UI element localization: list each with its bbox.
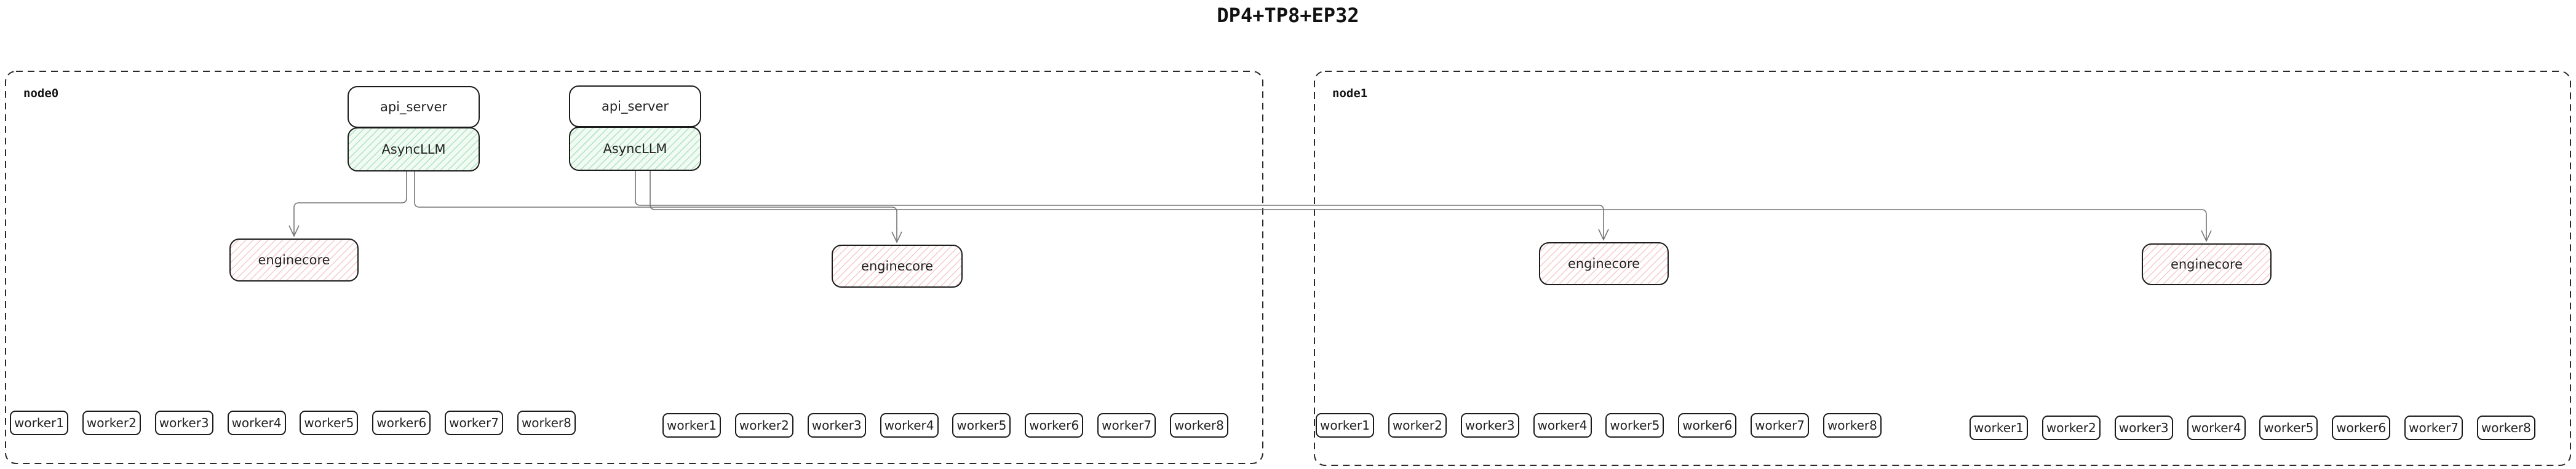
worker-box: worker3 bbox=[154, 411, 213, 435]
node1-label: node1 bbox=[1332, 87, 1368, 100]
worker-box: worker6 bbox=[1678, 413, 1737, 438]
worker-box: worker1 bbox=[662, 413, 721, 438]
worker-box: worker7 bbox=[1097, 413, 1156, 438]
worker-box: worker7 bbox=[1751, 413, 1810, 438]
worker-box: worker4 bbox=[1533, 413, 1592, 438]
worker-box: worker7 bbox=[445, 411, 504, 435]
worker-box: worker6 bbox=[372, 411, 431, 435]
worker-group-4: worker1 worker2 worker3 worker4 worker5 … bbox=[1970, 416, 2535, 440]
edge-asyncllm2-enginecore3 bbox=[635, 171, 1609, 241]
arrowhead-icon bbox=[288, 225, 300, 237]
edge-asyncllm1-enginecore1 bbox=[288, 171, 407, 237]
worker-box: worker8 bbox=[517, 411, 576, 435]
worker-box: worker3 bbox=[2114, 416, 2173, 440]
worker-box: worker4 bbox=[880, 413, 939, 438]
worker-box: worker5 bbox=[952, 413, 1011, 438]
worker-box: worker7 bbox=[2404, 416, 2463, 440]
worker-box: worker5 bbox=[1605, 413, 1664, 438]
arrowhead-icon bbox=[1598, 229, 1609, 241]
worker-box: worker8 bbox=[2476, 416, 2535, 440]
worker-box: worker4 bbox=[227, 411, 286, 435]
worker-box: worker1 bbox=[1316, 413, 1374, 438]
arrowhead-icon bbox=[2201, 230, 2212, 242]
diagram-title: DP4+TP8+EP32 bbox=[1217, 4, 1359, 27]
arrowhead-icon bbox=[891, 231, 902, 243]
worker-group-2: worker1 worker2 worker3 worker4 worker5 … bbox=[662, 413, 1228, 438]
enginecore-box-2: enginecore bbox=[832, 245, 963, 288]
worker-box: worker4 bbox=[2187, 416, 2246, 440]
worker-box: worker2 bbox=[82, 411, 141, 435]
worker-box: worker8 bbox=[1823, 413, 1882, 438]
worker-box: worker6 bbox=[2332, 416, 2391, 440]
enginecore-box-1: enginecore bbox=[229, 238, 359, 282]
edge-asyncllm1-enginecore2 bbox=[414, 171, 902, 243]
node0-border bbox=[5, 71, 1263, 464]
api-server-box-2: api_server bbox=[569, 85, 701, 127]
worker-box: worker1 bbox=[10, 411, 68, 435]
enginecore-box-4: enginecore bbox=[2142, 243, 2272, 285]
worker-box: worker1 bbox=[1970, 416, 2028, 440]
api-server-box-1: api_server bbox=[348, 86, 480, 128]
node0-label: node0 bbox=[23, 87, 59, 100]
asyncllm-box-1: AsyncLLM bbox=[348, 127, 480, 171]
worker-box: worker8 bbox=[1169, 413, 1228, 438]
node1-border bbox=[1314, 71, 2571, 466]
edge-asyncllm2-enginecore4 bbox=[650, 171, 2212, 242]
worker-box: worker3 bbox=[1460, 413, 1519, 438]
asyncllm-box-2: AsyncLLM bbox=[569, 127, 701, 171]
enginecore-box-3: enginecore bbox=[1539, 242, 1669, 285]
worker-group-1: worker1 worker2 worker3 worker4 worker5 … bbox=[10, 411, 576, 435]
worker-box: worker6 bbox=[1025, 413, 1084, 438]
worker-box: worker2 bbox=[734, 413, 793, 438]
worker-box: worker2 bbox=[1388, 413, 1447, 438]
worker-box: worker5 bbox=[2259, 416, 2318, 440]
worker-box: worker5 bbox=[300, 411, 359, 435]
worker-box: worker2 bbox=[2041, 416, 2101, 440]
worker-box: worker3 bbox=[807, 413, 866, 438]
worker-group-3: worker1 worker2 worker3 worker4 worker5 … bbox=[1316, 413, 1882, 438]
